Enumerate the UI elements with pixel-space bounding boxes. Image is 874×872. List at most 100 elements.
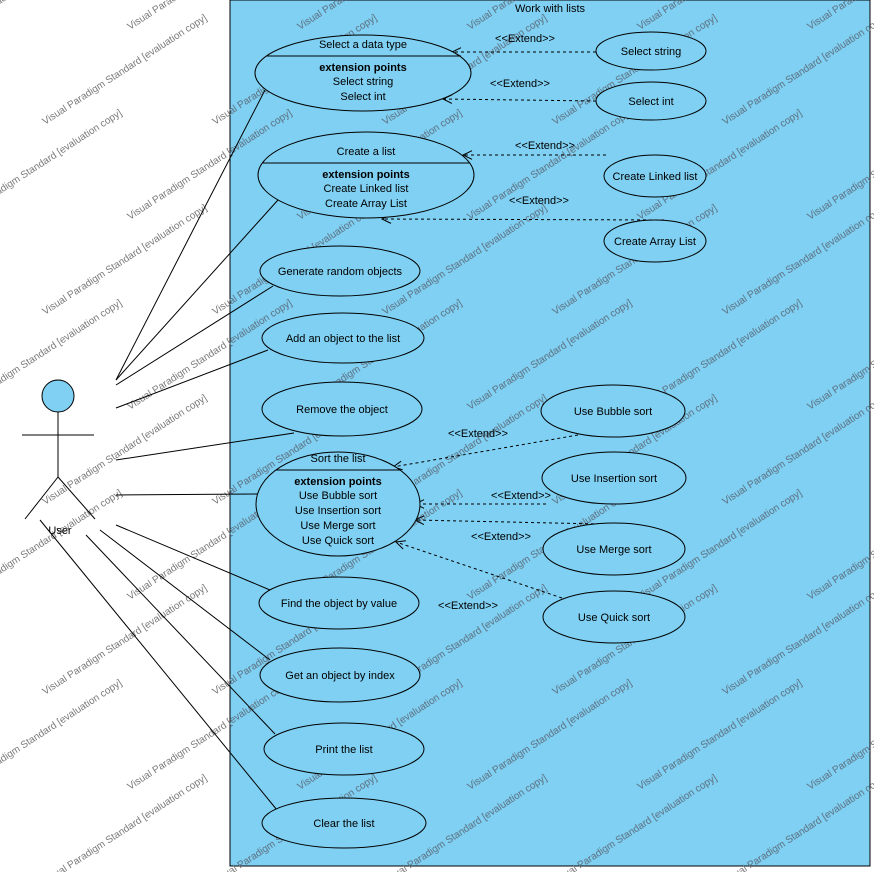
usecase-name: Add an object to the list: [286, 333, 400, 345]
actor-name: User: [48, 525, 72, 537]
extend-label: <<Extend>>: [448, 428, 508, 440]
actor-head: [41, 379, 75, 413]
usecase-name: Create Array List: [614, 236, 696, 248]
usecase-ellipse: [254, 34, 472, 112]
usecase-ellipse: [595, 31, 707, 71]
usecase-select_string[interactable]: Select string: [595, 31, 707, 71]
usecase-remove[interactable]: Remove the object: [261, 381, 423, 437]
usecase-generate[interactable]: Generate random objects: [259, 245, 421, 297]
extend-label: <<Extend>>: [490, 78, 550, 90]
usecase-quick[interactable]: Use Quick sort: [542, 590, 686, 644]
usecase-add[interactable]: Add an object to the list: [261, 312, 425, 364]
extension-point: Use Merge sort: [300, 520, 375, 532]
usecase-name: Create Linked list: [613, 171, 698, 183]
extension-points-label: extension points: [322, 169, 409, 181]
extend-arrowhead: [461, 150, 473, 160]
usecase-name: Clear the list: [313, 818, 374, 830]
extend-line-create_array: [381, 218, 665, 221]
extend-line-merge: [414, 519, 601, 525]
usecase-name: Find the object by value: [281, 598, 397, 610]
association-sort: [115, 493, 259, 496]
usecase-ellipse: [540, 384, 686, 438]
watermark-text: Visual Paradigm Standard [evaluation cop…: [0, 108, 124, 223]
usecase-name: Select string: [621, 46, 682, 58]
usecase-ellipse: [258, 576, 420, 630]
extend-arrowhead: [394, 540, 406, 550]
usecase-ellipse: [603, 154, 707, 198]
association-remove: [115, 432, 295, 461]
usecase-ellipse: [541, 451, 687, 505]
association-find: [115, 524, 271, 591]
extension-points-label: extension points: [319, 62, 406, 74]
usecase-get[interactable]: Get an object by index: [259, 647, 421, 703]
association-create_list: [115, 199, 279, 381]
watermark-text: Visual Paradigm Standard [evaluation cop…: [0, 0, 124, 33]
usecase-create_linked[interactable]: Create Linked list: [603, 154, 707, 198]
usecase-clear[interactable]: Clear the list: [261, 797, 427, 849]
usecase-ellipse: [259, 647, 421, 703]
usecase-name: Select a data type: [319, 39, 407, 51]
watermark-text: Visual Paradigm Standard [evaluation cop…: [0, 678, 124, 793]
usecase-name: Use Insertion sort: [571, 473, 657, 485]
extension-point: Use Bubble sort: [299, 490, 377, 502]
usecase-ellipse: [603, 219, 707, 263]
usecase-name: Use Merge sort: [576, 544, 651, 556]
usecase-ellipse: [255, 451, 421, 557]
usecase-ellipse: [261, 312, 425, 364]
system-title: Work with lists: [515, 3, 586, 15]
extend-label: <<Extend>>: [495, 33, 555, 45]
usecase-ellipse: [259, 245, 421, 297]
usecase-select_type[interactable]: Select a data type extension pointsSelect…: [254, 34, 472, 112]
usecase-merge[interactable]: Use Merge sort: [542, 522, 686, 576]
usecase-select_int[interactable]: Select int: [595, 81, 707, 121]
usecase-name: Create a list: [337, 146, 396, 158]
usecase-ellipse: [257, 131, 475, 219]
association-add: [115, 349, 269, 409]
usecase-print[interactable]: Print the list: [263, 722, 425, 776]
usecase-name: Generate random objects: [278, 266, 403, 278]
extension-point: Select string: [333, 76, 394, 88]
extension-points-label: extension points: [294, 476, 381, 488]
association-clear: [39, 519, 278, 811]
actor-left-leg: [24, 476, 59, 520]
watermark-text: Visual Paradigm Standard [evaluation cop…: [0, 0, 124, 33]
watermark-text: Visual Paradigm Standard [evaluation cop…: [41, 13, 210, 128]
extension-point: Create Linked list: [324, 183, 409, 195]
extend-line-select_int: [442, 98, 597, 102]
usecase-insertion[interactable]: Use Insertion sort: [541, 451, 687, 505]
actor-user[interactable]: User: [22, 379, 96, 537]
usecase-name: Use Bubble sort: [574, 406, 652, 418]
usecase-ellipse: [542, 522, 686, 576]
usecase-create_array[interactable]: Create Array List: [603, 219, 707, 263]
usecase-ellipse: [263, 722, 425, 776]
extension-point: Use Quick sort: [302, 535, 374, 547]
watermark-text: Visual Paradigm Standard [evaluation cop…: [41, 203, 210, 318]
association-generate: [115, 285, 274, 386]
usecase-name: Use Quick sort: [578, 612, 650, 624]
usecase-bubble[interactable]: Use Bubble sort: [540, 384, 686, 438]
extend-label: <<Extend>>: [509, 195, 569, 207]
association-print: [85, 534, 276, 735]
usecase-name: Select int: [628, 96, 673, 108]
association-get: [99, 529, 271, 661]
usecase-ellipse: [261, 381, 423, 437]
usecase-find[interactable]: Find the object by value: [258, 576, 420, 630]
extend-line-bubble: [392, 434, 579, 468]
usecase-name: Remove the object: [296, 404, 388, 416]
actor-right-leg: [57, 476, 96, 520]
usecase-name: Print the list: [315, 744, 372, 756]
extension-point: Use Insertion sort: [295, 505, 381, 517]
usecase-ellipse: [261, 797, 427, 849]
usecase-name: Get an object by index: [285, 670, 395, 682]
usecase-ellipse: [542, 590, 686, 644]
extension-point: Create Array List: [325, 198, 407, 210]
extend-label: <<Extend>>: [438, 600, 498, 612]
extension-point: Select int: [340, 91, 385, 103]
extend-label: <<Extend>>: [515, 140, 575, 152]
association-select_type: [115, 89, 266, 381]
extend-line-quick: [395, 541, 563, 599]
usecase-name: Sort the list: [310, 453, 365, 465]
